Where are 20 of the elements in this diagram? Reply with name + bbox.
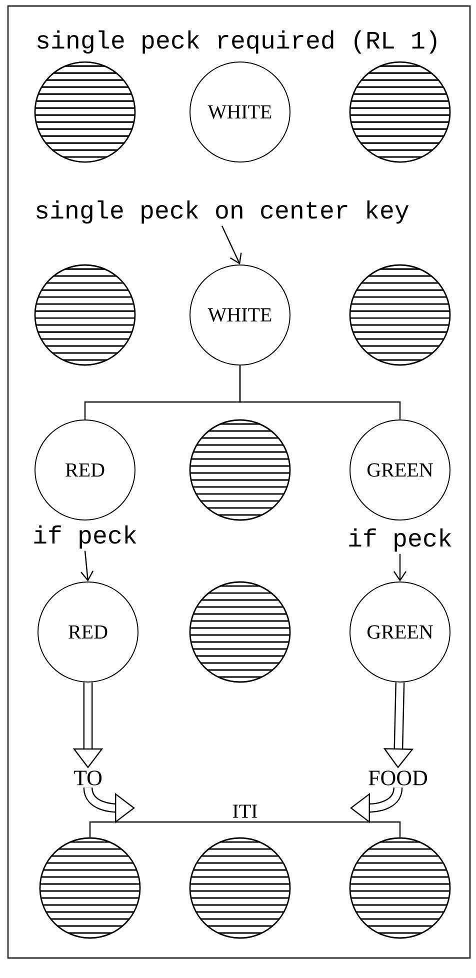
edge-label: ITI <box>232 804 258 818</box>
step-text: if peck <box>349 528 452 552</box>
arrow <box>80 550 94 582</box>
hatched-key <box>39 837 141 939</box>
arrow <box>394 554 406 582</box>
heading-text: single peck required (RL 1) <box>38 30 436 54</box>
hatched-key <box>189 837 291 939</box>
hatched-key <box>189 581 291 683</box>
arrow <box>221 226 242 265</box>
arrow <box>350 787 403 824</box>
hatched-key <box>349 837 451 939</box>
hatched-key <box>349 264 451 366</box>
hatched-key <box>34 264 136 366</box>
step-text: FOOD <box>368 770 428 786</box>
hatched-key <box>349 61 451 163</box>
hatched-key <box>34 61 136 163</box>
hatched-key <box>189 419 291 521</box>
step-text: if peck <box>34 525 136 549</box>
step-text: single peck on center key <box>36 200 409 224</box>
step-text: TO <box>74 770 102 786</box>
